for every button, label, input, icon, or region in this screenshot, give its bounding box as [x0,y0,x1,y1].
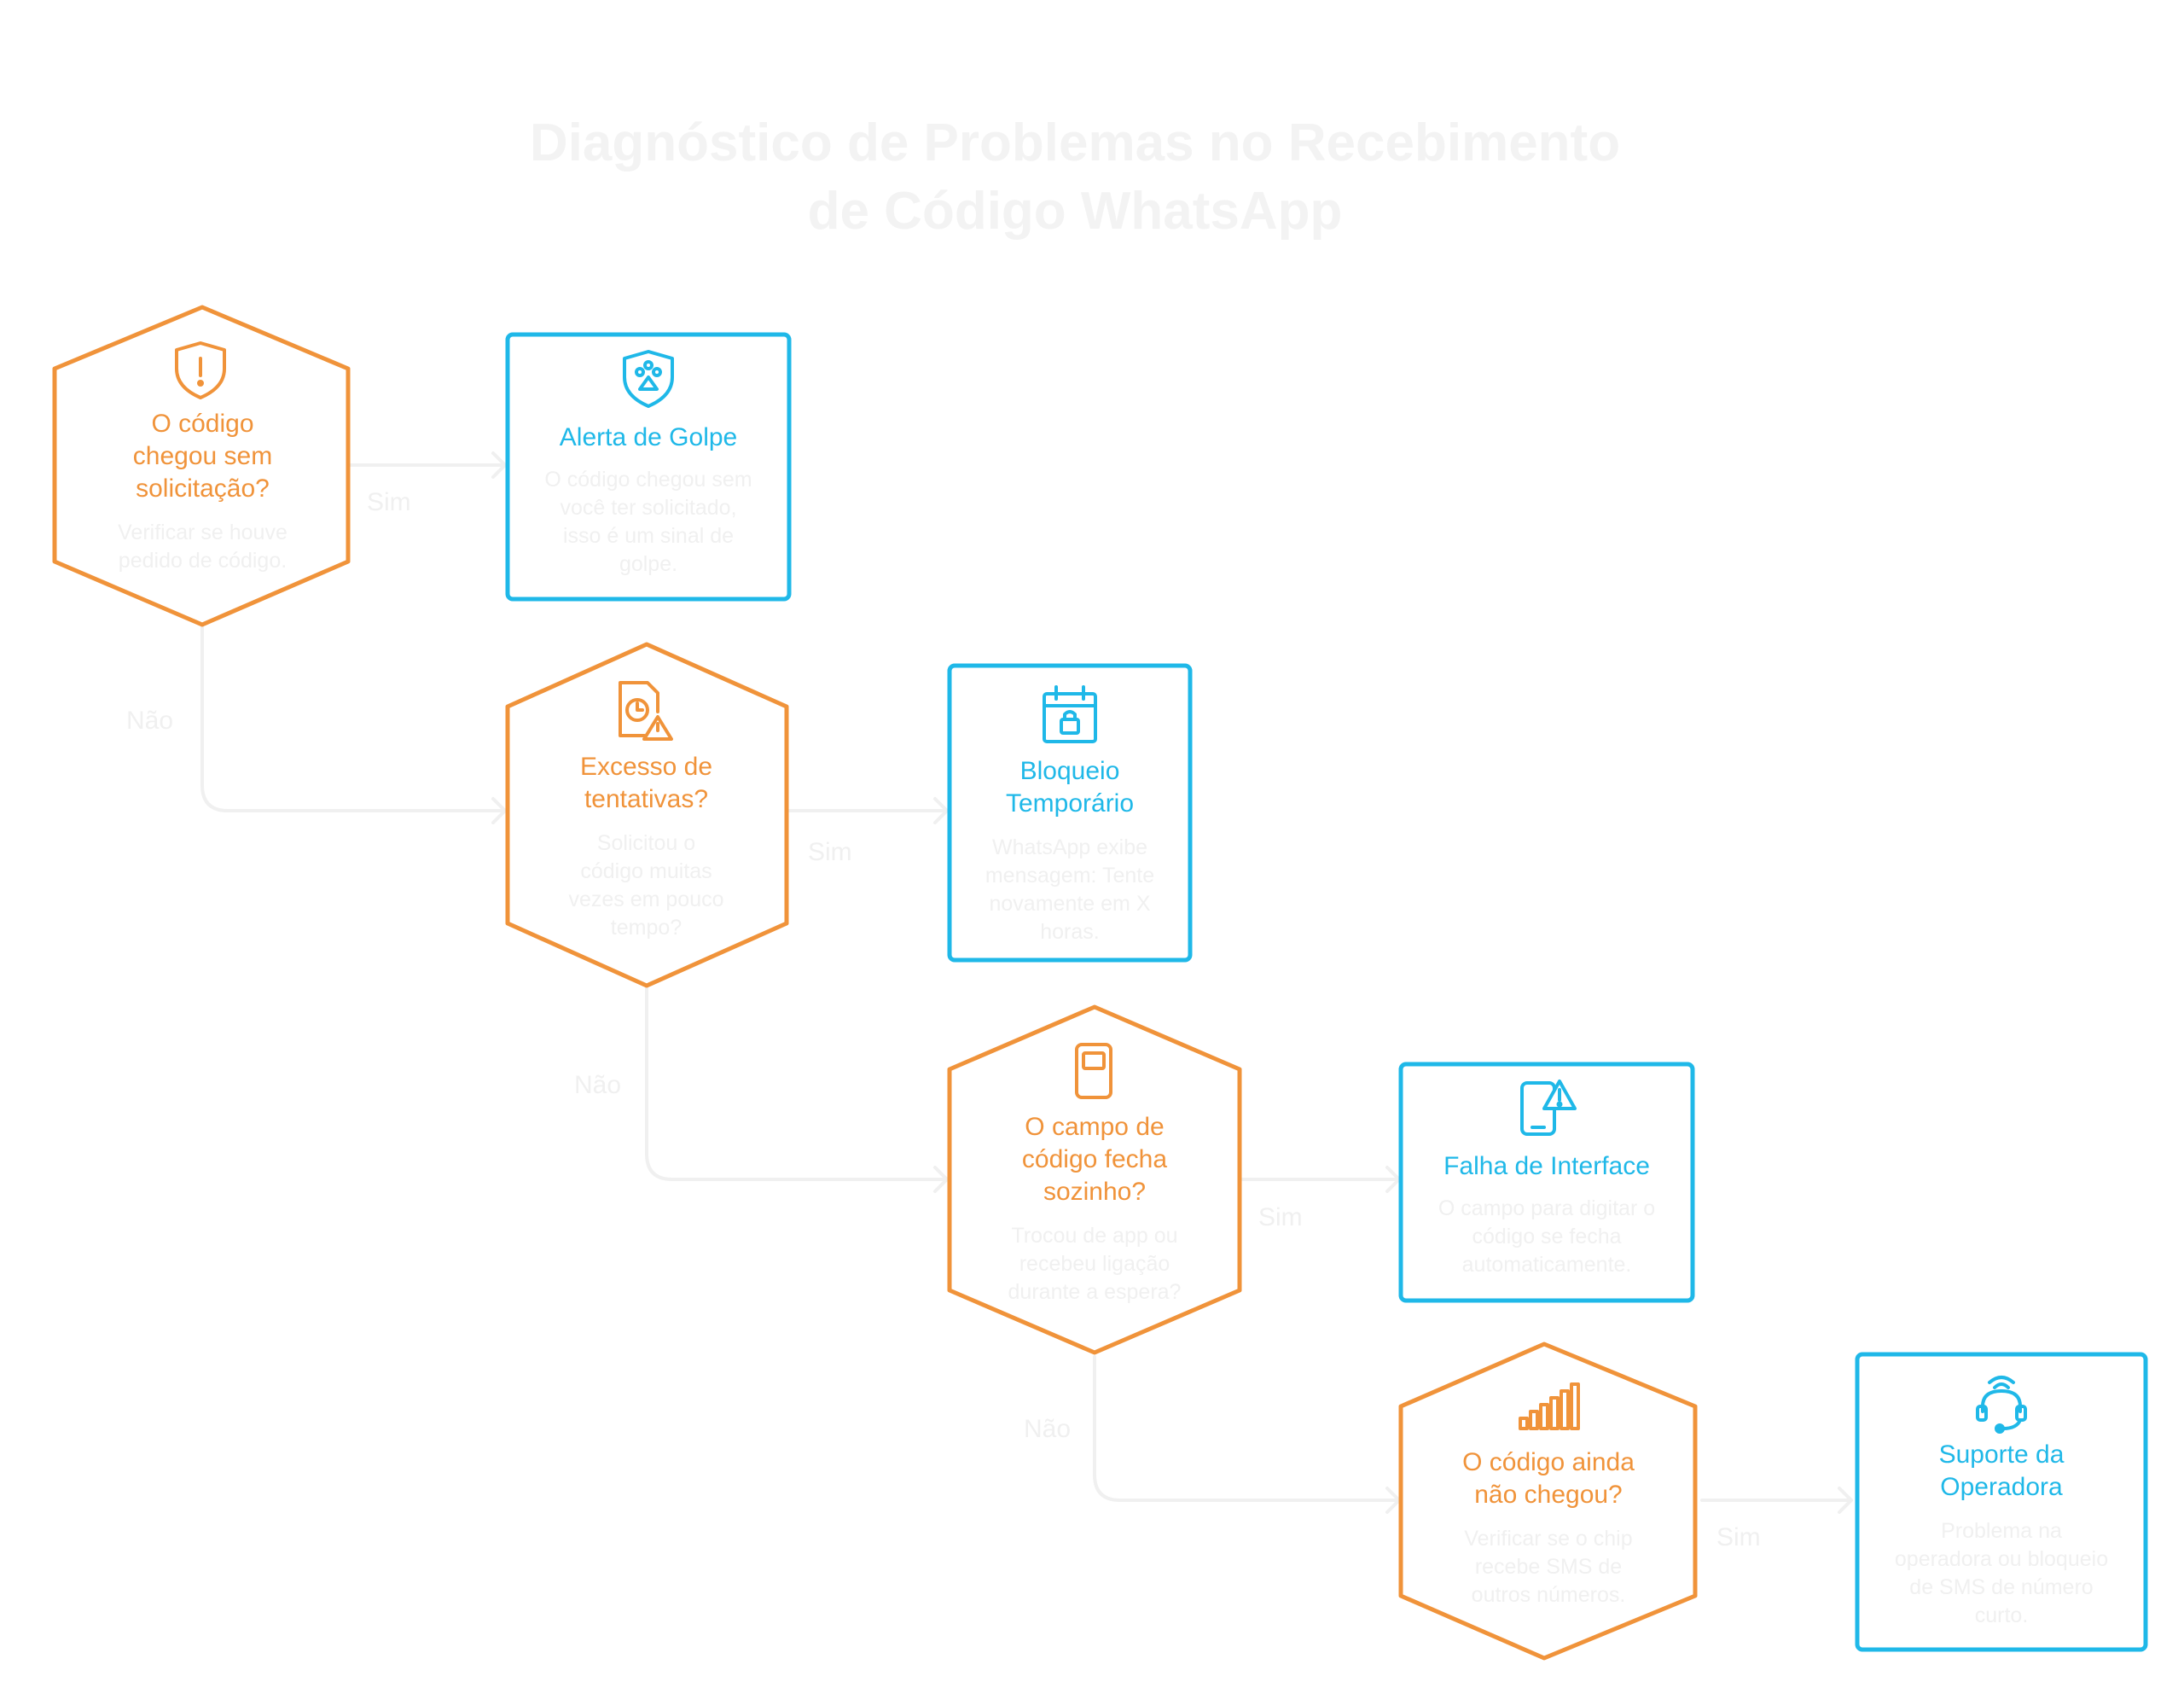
document-clock-warning-icon [619,681,673,741]
outcome-4-desc-line-1: Problema na [1941,1519,2062,1543]
question-hexagon-3 [947,1004,1242,1355]
question-4-desc-line-2: recebe SMS de [1474,1555,1623,1579]
question-hexagon-2 [505,642,789,988]
connector-yes-2 [787,797,949,824]
outcome-node-2: Bloqueio Temporário WhatsApp exibe mensa… [954,755,1186,952]
question-1-title-line-3: solicitação? [136,474,270,503]
question-2-desc-line-1: Solicitou o [596,831,696,855]
outcome-4-title-line-2: Operadora [1940,1473,2063,1501]
edge-label-yes-2: Sim [808,838,852,866]
connector-no-2 [645,984,949,1193]
connector-yes-4 [1700,1487,1853,1514]
question-1-desc-line-2: pedido de código. [118,549,288,573]
outcome-3-desc-line-2: código se fecha [1472,1225,1622,1248]
outcome-2-title-line-1: Bloqueio [1019,757,1120,785]
edge-label-no-2: Não [574,1071,622,1099]
shield-scam-icon [623,350,674,408]
outcome-3-desc-line-1: O campo para digitar o [1438,1196,1656,1220]
outcome-4-desc-line-2: operadora ou bloqueio [1894,1547,2109,1571]
question-3-title-line-3: sozinho? [1043,1178,1147,1206]
phone-icon [1075,1043,1112,1099]
question-2-desc-line-3: vezes em pouco [568,888,724,911]
outcome-2-desc-line-2: mensagem: Tente [985,864,1155,888]
outcome-1-desc-line-3: isso é um sinal de [562,524,735,548]
outcome-4-desc-line-3: de SMS de número [1909,1575,2094,1599]
outcome-4-title-line-1: Suporte da [1938,1440,2065,1469]
connector-yes-1 [348,451,507,479]
question-1-title-line-2: chegou sem [132,442,273,470]
question-2-desc-line-2: código muitas [580,859,712,883]
edge-label-yes-4: Sim [1716,1523,1761,1551]
connector-yes-3 [1240,1166,1401,1193]
question-2-desc-line-4: tempo? [610,916,682,940]
outcome-1-desc-line-2: você ter solicitado, [560,496,737,520]
question-3-desc-line-3: durante a espera? [1008,1280,1182,1304]
question-3-title-line-1: O campo de [1025,1113,1165,1141]
outcome-2-title-line-2: Temporário [1005,789,1135,818]
question-node-2: Excesso de tentativas? Solicitou o códig… [520,751,772,956]
question-3-desc-line-2: recebeu ligação [1019,1252,1170,1276]
outcome-2-desc-line-3: novamente em X [989,892,1151,916]
shield-alert-icon [175,341,226,399]
signal-bars-icon [1519,1382,1580,1430]
question-4-desc-line-3: outros números. [1471,1583,1626,1607]
question-node-4: O código ainda não chegou? Verificar se … [1412,1446,1685,1617]
outcome-1-desc-line-4: golpe. [619,552,678,576]
question-hexagon-1 [52,305,351,627]
diagram-title-line-2: de Código WhatsApp [807,182,1343,241]
edge-label-no-3: Não [1024,1415,1072,1443]
outcome-node-1: Alerta de Golpe O código chegou sem você… [512,422,785,592]
question-node-1: O código chegou sem solicitação? Verific… [68,408,337,613]
outcome-3-desc-line-3: automaticamente. [1461,1253,1632,1277]
question-hexagon-4 [1398,1342,1698,1661]
edge-label-yes-3: Sim [1258,1203,1303,1231]
question-node-3: O campo de código fecha sozinho? Trocou … [962,1111,1227,1316]
outcome-box-2 [947,663,1193,963]
headset-icon [1976,1376,2027,1434]
outcome-2-desc-line-1: WhatsApp exibe [991,835,1148,859]
question-1-title-line-1: O código [151,410,254,438]
calendar-lock-icon [1043,685,1097,743]
question-1-desc-line-1: Verificar se houve [118,521,288,544]
outcome-4-desc-line-4: curto. [1974,1603,2029,1627]
outcome-box-3 [1398,1062,1695,1303]
edge-label-no-1: Não [126,707,174,735]
outcome-1-title-line-1: Alerta de Golpe [559,423,738,451]
question-2-title-line-2: tentativas? [584,785,709,813]
outcome-box-4 [1855,1352,2148,1652]
connector-no-3 [1093,1355,1401,1514]
question-3-desc-line-1: Trocou de app ou [1011,1224,1178,1248]
question-4-title-line-2: não chegou? [1474,1481,1623,1509]
edge-label-yes-1: Sim [367,488,411,516]
outcome-box-1 [505,332,792,602]
phone-warning-icon [1520,1080,1577,1136]
connector-no-1 [200,626,507,824]
outcome-node-3: Falha de Interface O campo para digitar … [1405,1150,1688,1295]
outcome-2-desc-line-4: horas. [1040,920,1100,944]
question-3-title-line-2: código fecha [1021,1145,1168,1173]
outcome-3-title-line-1: Falha de Interface [1443,1152,1650,1180]
outcome-node-4: Suporte da Operadora Problema na operado… [1862,1439,2141,1644]
question-2-title-line-1: Excesso de [579,753,713,781]
outcome-1-desc-line-1: O código chegou sem [544,468,752,492]
question-4-desc-line-1: Verificar se o chip [1464,1527,1633,1551]
question-4-title-line-1: O código ainda [1462,1448,1635,1476]
diagram-title-line-1: Diagnóstico de Problemas no Recebimento [529,113,1621,172]
